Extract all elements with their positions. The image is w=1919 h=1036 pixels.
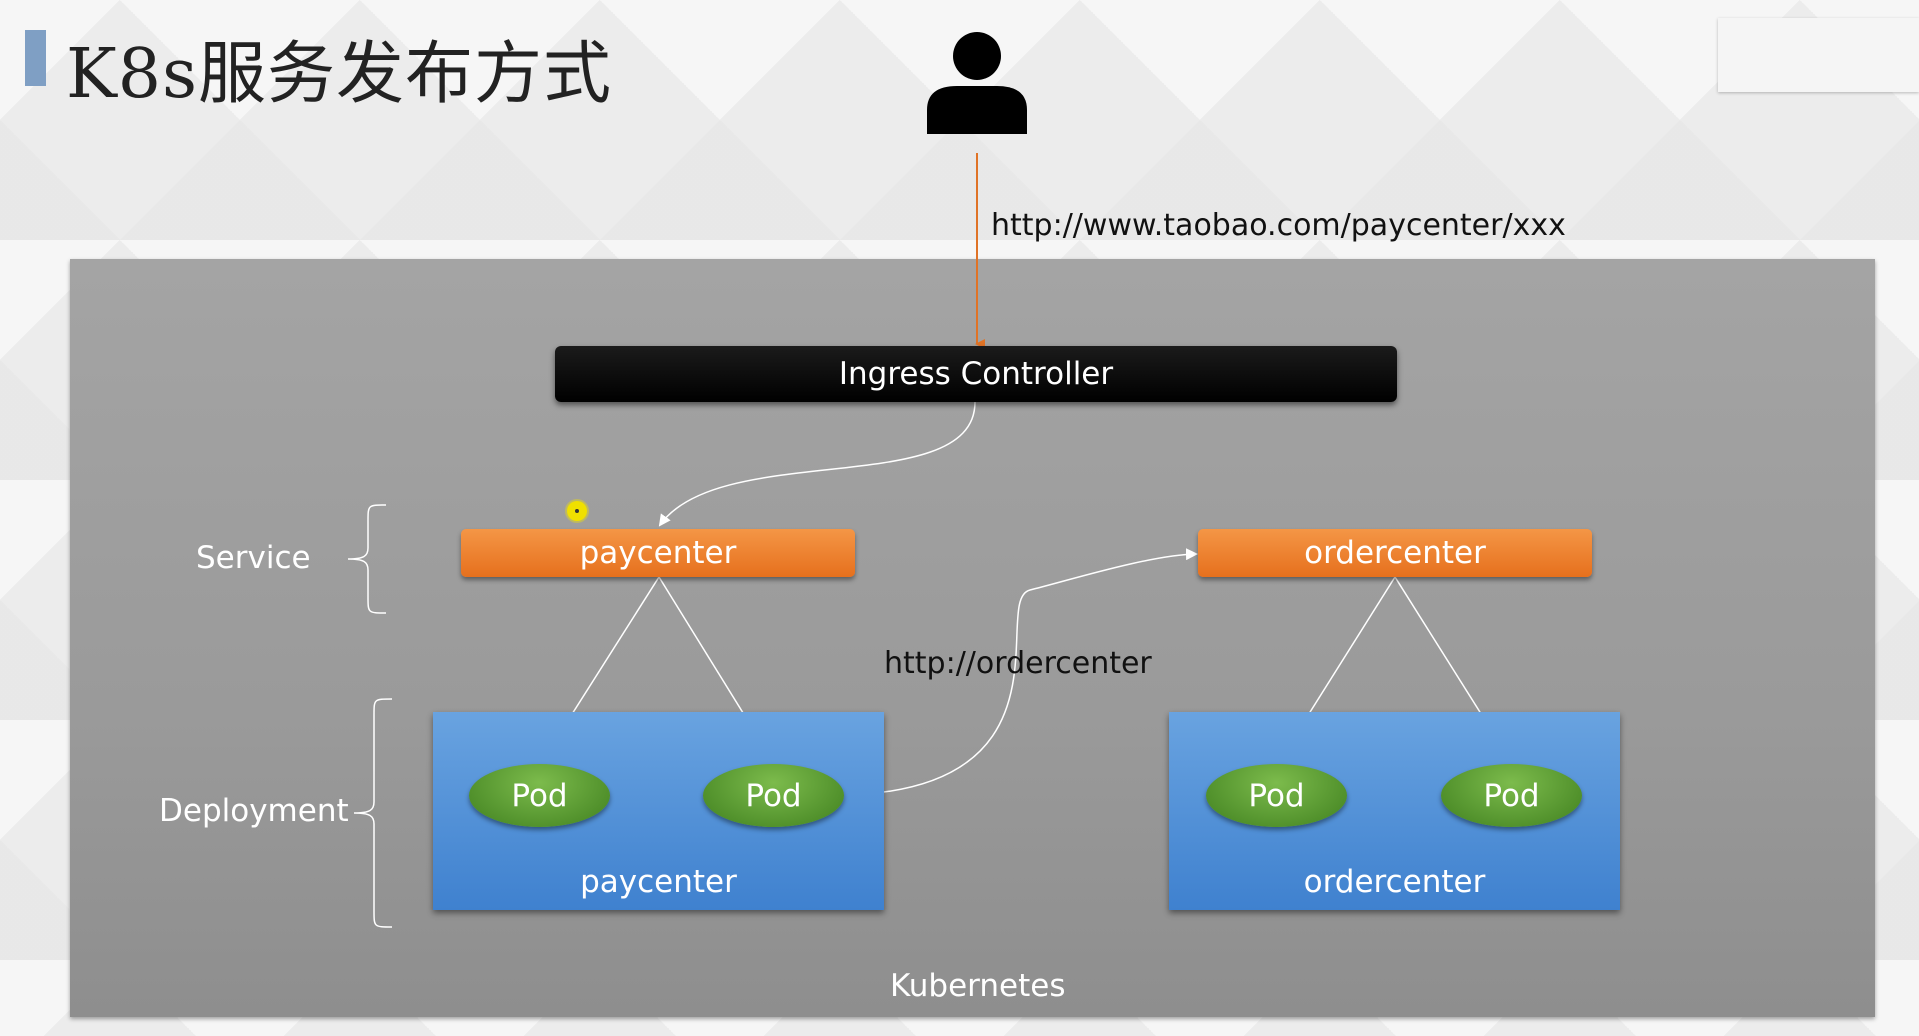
ordercenter-service: ordercenter — [1198, 529, 1592, 577]
service-layer-label: Service — [196, 540, 311, 576]
pod-to-ordercenter-arrow — [843, 548, 1198, 796]
ingress-label: Ingress Controller — [838, 356, 1114, 392]
pod: Pod — [1441, 764, 1582, 827]
paycenter-deployment: Pod Pod paycenter — [433, 712, 884, 910]
ordercenter-deployment: Pod Pod ordercenter — [1169, 712, 1620, 910]
deployment-layer-label: Deployment — [159, 793, 349, 829]
pod: Pod — [703, 764, 844, 827]
title-accent-bar — [25, 30, 46, 86]
ingress-controller: Ingress Controller — [555, 346, 1397, 402]
pointer-highlight-icon — [567, 501, 587, 521]
deployment-label: paycenter — [580, 864, 737, 900]
kubernetes-label: Kubernetes — [890, 968, 1066, 1004]
pod: Pod — [1206, 764, 1347, 827]
page-title: K8s服务发布方式 — [66, 35, 612, 114]
ingress-to-paycenter-arrow — [658, 401, 976, 527]
corner-panel — [1718, 18, 1919, 92]
service-brace — [347, 504, 387, 614]
pod-label: Pod — [511, 777, 568, 814]
request-url-label: http://www.taobao.com/paycenter/xxx — [991, 208, 1566, 243]
paycenter-service: paycenter — [461, 529, 855, 577]
pod-label: Pod — [1248, 777, 1305, 814]
pod: Pod — [469, 764, 610, 827]
pod-label: Pod — [1483, 777, 1540, 814]
service-label: paycenter — [579, 535, 737, 571]
service-label: ordercenter — [1304, 535, 1486, 571]
user-icon — [927, 32, 1027, 134]
deployment-brace — [353, 698, 393, 928]
deployment-label: ordercenter — [1303, 864, 1486, 900]
internal-url-label: http://ordercenter — [884, 646, 1152, 681]
pod-label: Pod — [745, 777, 802, 814]
